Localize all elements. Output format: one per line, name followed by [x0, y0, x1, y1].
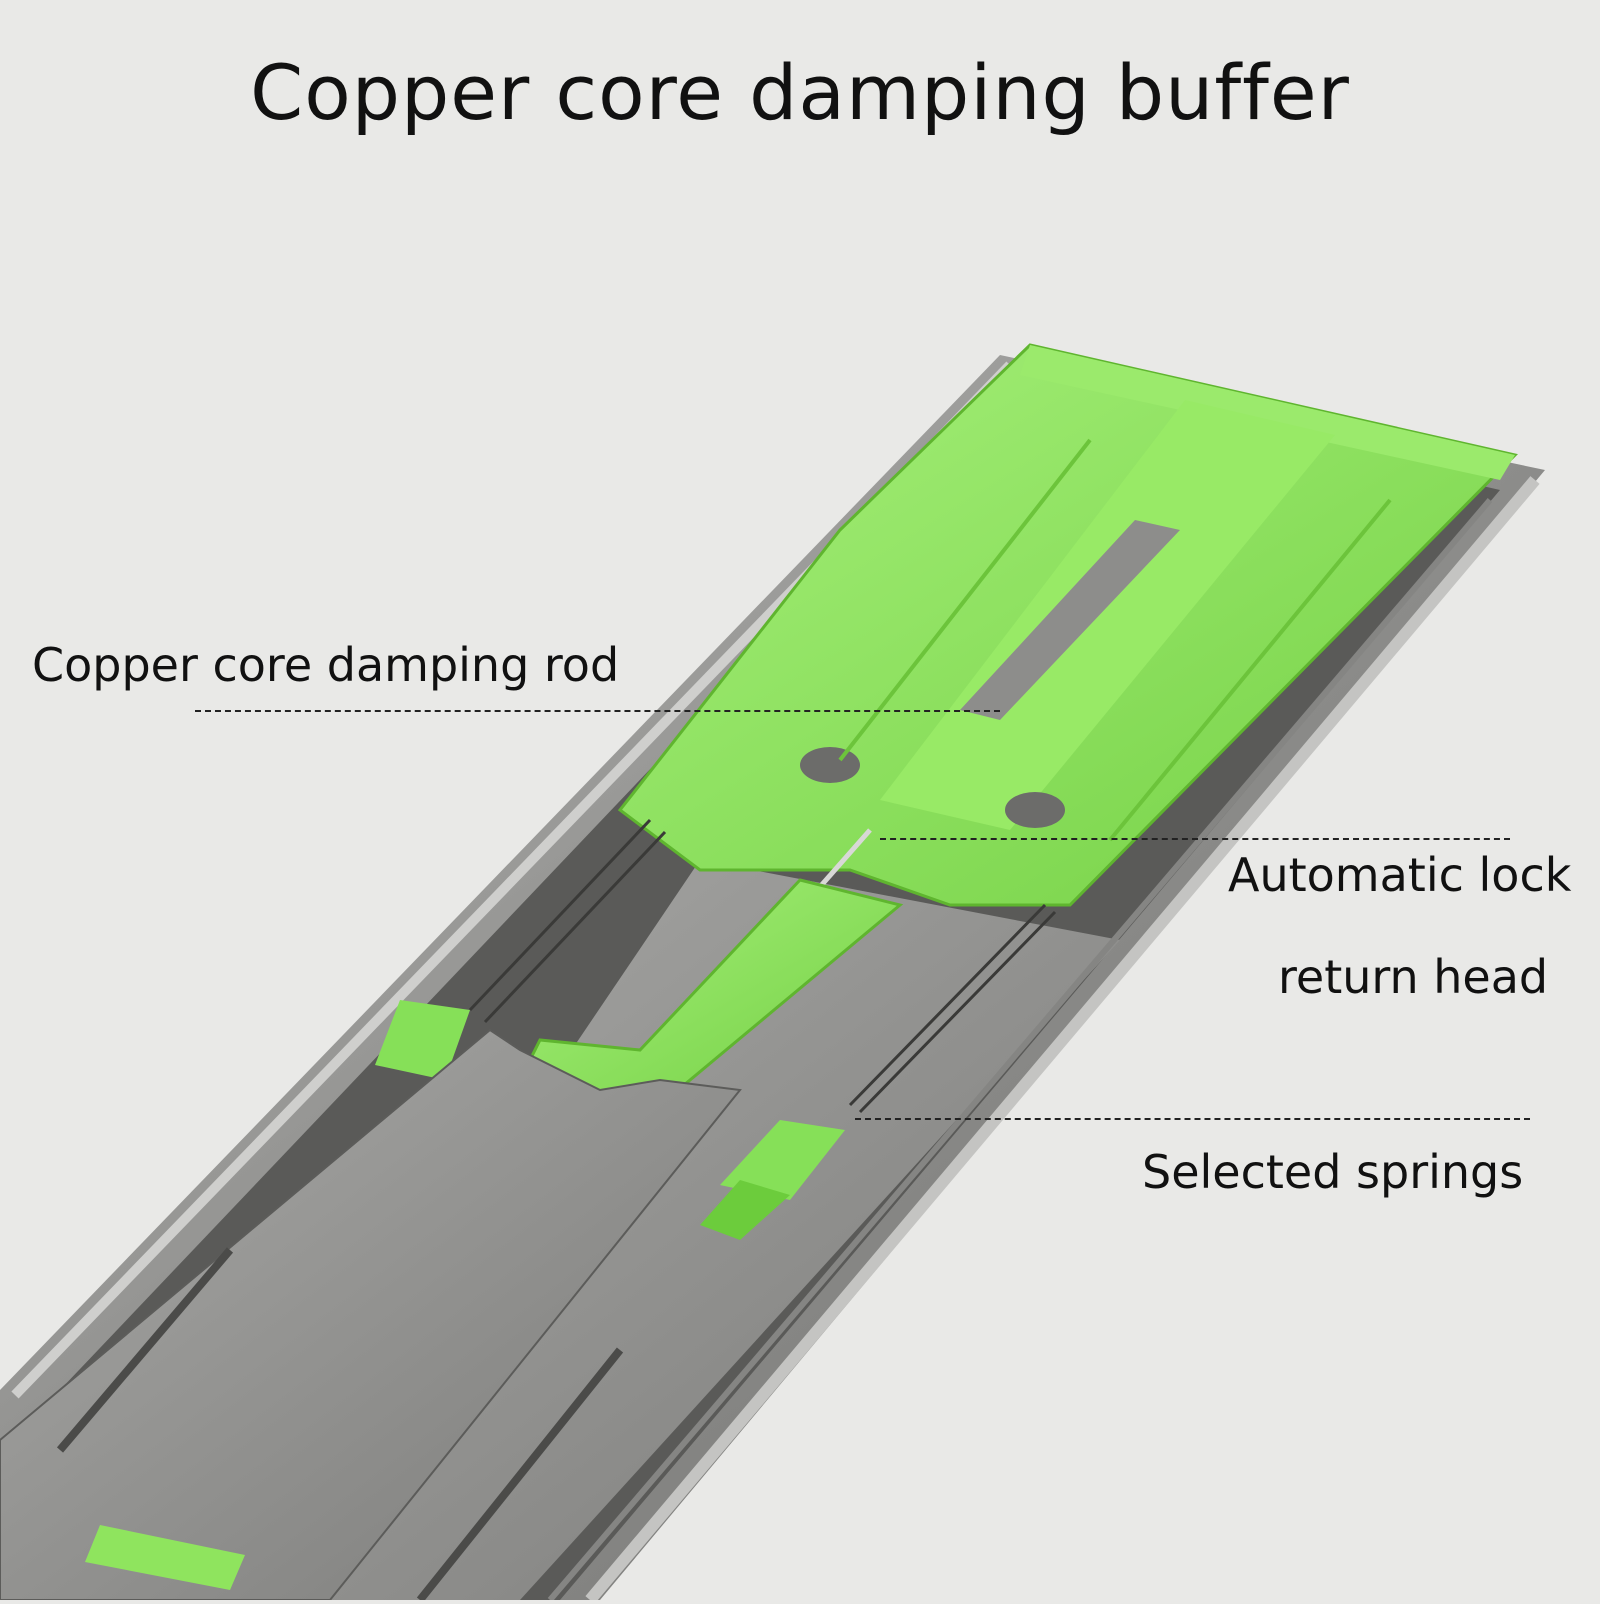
inner-slide — [0, 1028, 742, 1601]
callout-damping-rod: Copper core damping rod — [32, 638, 620, 692]
callout-automatic-lock: Automatic lock — [1228, 848, 1572, 902]
page-title: Copper core damping buffer — [250, 48, 1350, 137]
stop-block — [375, 1000, 470, 1080]
stop-block — [720, 1120, 845, 1200]
left-spring — [468, 818, 667, 1024]
leader-automatic-lock — [880, 838, 1510, 840]
mount-hole — [800, 747, 860, 783]
callout-return-head: return head — [1278, 950, 1549, 1004]
leader-selected-springs — [855, 1118, 1530, 1120]
callout-selected-springs: Selected springs — [1142, 1145, 1524, 1199]
right-spring — [848, 903, 1057, 1114]
mount-hole — [1005, 792, 1065, 828]
leader-damping-rod — [195, 710, 1000, 712]
green-pad — [85, 1525, 245, 1590]
rod-window — [960, 520, 1180, 720]
